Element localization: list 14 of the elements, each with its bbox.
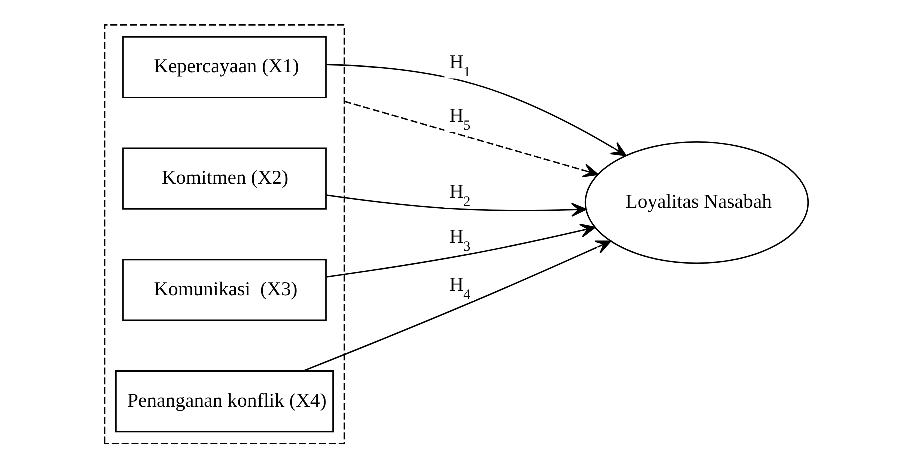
- edge-label: H$_{5}$: [450, 105, 471, 134]
- arrow: [326, 64, 627, 156]
- edge-label: H$_{4}$: [450, 274, 471, 304]
- edge-label: H$_{2}$: [450, 181, 471, 210]
- node-box: Kepercayaan (X1): [122, 36, 327, 98]
- node-box: Komunikasi (X3): [122, 259, 327, 322]
- edge-label: H$_{1}$: [450, 51, 471, 80]
- arrow: [344, 100, 599, 178]
- arrow: [303, 240, 612, 372]
- cluster: [104, 24, 346, 445]
- arrow: [326, 194, 587, 217]
- node-box: Komitmen (X2): [122, 148, 327, 210]
- node-box: Penanganan konflik (X4): [116, 370, 334, 433]
- edge-label: H$_{3}$: [450, 226, 471, 256]
